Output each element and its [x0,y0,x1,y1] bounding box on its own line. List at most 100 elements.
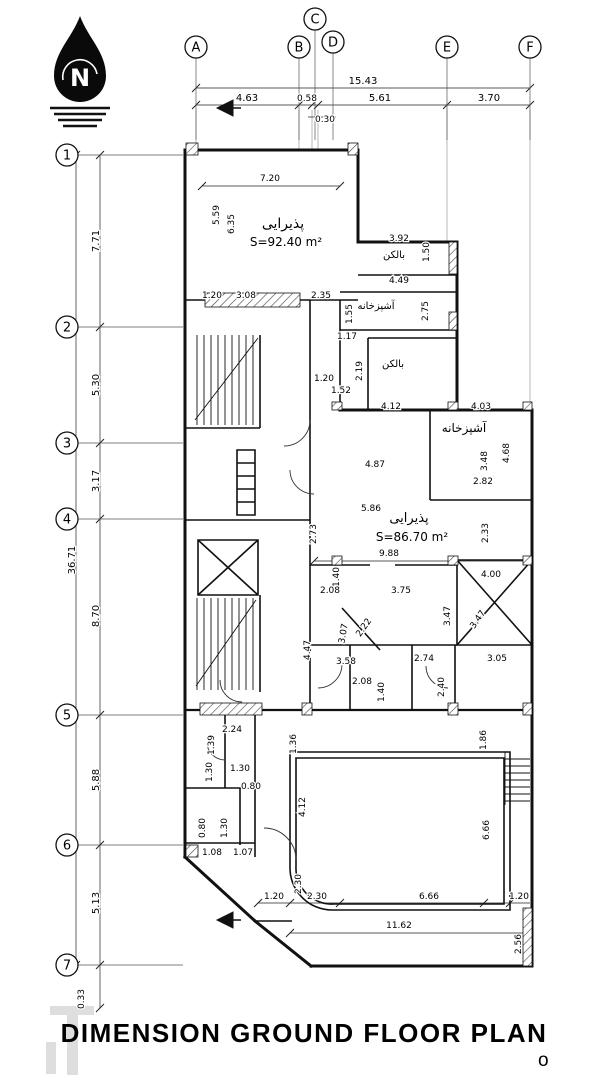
grid-row-label: 3 [63,437,71,452]
grid-row-7: 7 [55,953,183,977]
dimension-label: 5.30 [91,374,102,396]
room-label: پذیرایی [389,511,429,526]
dimension-label: 1.08 [202,848,222,858]
dimension-label: 6.66 [419,892,439,902]
dimension-label: 1.50 [422,242,432,262]
dimension-label: 9.88 [379,549,399,559]
grid-column-label: E [443,41,451,56]
grid-layer: A BCD E F 1 2 3 4 5 6 7 [55,7,542,977]
dimension-label: 3.47 [443,606,453,626]
dimension-label: 2.75 [421,301,431,321]
drawing-number: o [538,1050,549,1071]
dimension-label: 0.58 [297,94,317,104]
dimension-label: 4.12 [381,402,401,412]
logo: N [50,16,110,128]
dimension-label: 1.30 [220,818,230,838]
grid-row-label: 7 [63,959,71,974]
room-label: بالکن [383,250,405,261]
logo-letter: N [70,64,90,92]
hatch-blocks [185,142,533,967]
dimension-label: 2.08 [352,677,372,687]
logo-base-lines [50,106,110,128]
grid-column-D: D [321,30,345,140]
watermark [46,1006,94,1075]
dimension-label: 3.92 [389,234,409,244]
dimension-label: 2.40 [437,677,447,697]
dimension-label: 3.70 [478,93,500,104]
dimension-label: 0.30 [315,115,335,125]
dimension-label: 5.86 [361,504,381,514]
dimension-label: 2.35 [311,291,331,301]
grid-row-1: 1 [55,143,183,167]
room-label: بالکن [382,359,404,370]
dimension-label: 15.43 [349,76,378,87]
dimension-label: 7.71 [91,230,102,252]
drawing-title: DIMENSION GROUND FLOOR PLAN [60,1018,548,1048]
dimension-label: 2.08 [320,586,340,596]
grid-row-6: 6 [55,833,183,857]
dimension-label: 2.82 [473,477,493,487]
stairs [194,335,530,805]
dimension-label: 3.17 [91,470,102,492]
grid-column-B: B [287,35,311,140]
dimension-label: 2.30 [307,892,327,902]
room-label: پذیرایی [262,216,304,232]
grid-column-E: E [435,35,459,140]
grid-row-3: 3 [55,431,183,455]
dimension-label: 1.30 [230,764,250,774]
room-label: S=92.40 m² [250,235,323,249]
grid-row-label: 6 [63,839,71,854]
dimension-label: 1.52 [331,386,351,396]
dimension-label: 4.49 [389,276,409,286]
grid-row-label: 4 [63,513,71,528]
dimension-label: 1.36 [289,734,299,754]
dimension-label: 1.20 [264,892,284,902]
dimension-label: 4.47 [303,640,313,660]
dimension-label: 1.40 [377,682,387,702]
grid-row-2: 2 [55,315,183,339]
dimension-label: 2.33 [481,523,491,543]
dimension-label: 3.58 [336,657,356,667]
dimension-label: 1.07 [233,848,253,858]
section-markers [215,99,241,929]
dimension-label: 1.40 [332,567,342,587]
grid-column-label: C [310,13,319,28]
dimension-label: 1.30 [205,762,215,782]
dimension-label: 0.80 [241,782,261,792]
dimension-label: 1.20 [314,374,334,384]
dimension-label: 3.08 [236,291,256,301]
grid-column-label: D [328,36,338,51]
dimension-label: 5.61 [369,93,391,104]
dimension-label: 6.66 [482,820,492,840]
dimension-label: 3.07 [337,623,350,644]
grid-column-label: B [295,41,304,56]
grid-row-label: 5 [63,709,71,724]
dimension-label: 1.55 [345,304,355,324]
grid-column-label: F [526,41,533,56]
dimension-label: 5.59 [212,205,222,225]
room-label: S=86.70 m² [376,530,449,544]
grid-column-label: A [192,41,201,56]
dimension-label: 4.87 [365,460,385,470]
dimension-label: 2.73 [309,524,319,544]
grid-column-A: A [184,35,208,140]
dimension-label: 36.71 [67,546,78,575]
dimension-label: 11.62 [386,921,412,931]
dimension-label: 2.19 [355,361,365,381]
dimension-label: 1.86 [479,730,489,750]
grid-row-5: 5 [55,703,183,727]
dimension-label: 4.03 [471,402,491,412]
dimension-label: 1.20 [202,291,222,301]
dimension-label: 7.20 [260,174,280,184]
door-arcs [206,419,449,861]
dimension-label: 0.33 [77,989,87,1009]
room-label: آشپزخانه [442,420,487,436]
dimension-label: 1.17 [337,332,357,342]
dimension-label: 2.22 [355,617,375,639]
grid-column-C: C [303,7,327,140]
grid-row-label: 1 [63,149,71,164]
dimension-label: 3.05 [487,654,507,664]
